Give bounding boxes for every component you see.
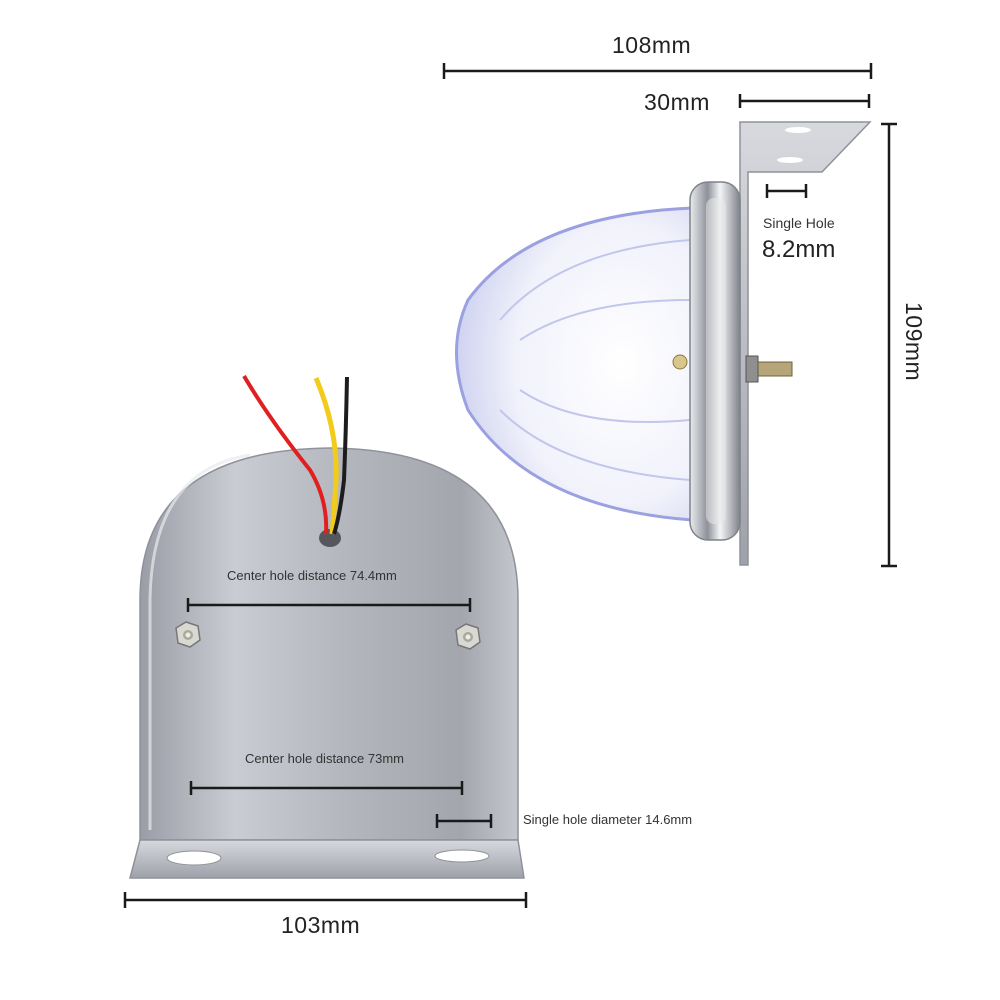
dimension-lines	[123, 63, 897, 908]
hex-nut-icon	[455, 623, 481, 650]
bracket-foot	[129, 839, 525, 879]
label-bracket-width: 103mm	[281, 912, 361, 938]
foot-hole-right	[434, 849, 490, 863]
dim-line-hole-diameter	[435, 814, 493, 828]
dim-line-bracket-depth	[738, 94, 871, 108]
dim-line-height	[881, 122, 897, 568]
side-slot-top	[785, 127, 811, 133]
marker-light-icon	[455, 121, 872, 566]
label-center-hole-top: Center hole distance 74.4mm	[227, 568, 397, 583]
label-single-hole: Single Hole	[763, 215, 835, 231]
bracket-plate	[139, 447, 519, 841]
foot-hole-left	[166, 850, 222, 866]
hex-nut-icon	[175, 621, 201, 648]
label-height: 109mm	[901, 302, 927, 382]
lens	[455, 206, 694, 522]
dim-line-bracket-width	[123, 892, 528, 908]
dim-line-overall-length	[442, 63, 873, 79]
bracket-highlight	[148, 453, 251, 830]
bracket-side-profile	[739, 121, 872, 566]
dim-line-center-bottom	[189, 781, 464, 795]
label-center-hole-bottom: Center hole distance 73mm	[245, 751, 404, 766]
wire-black	[332, 376, 349, 535]
dim-line-single-hole	[765, 184, 808, 198]
label-single-hole-size: 8.2mm	[762, 236, 836, 263]
wire-red	[242, 374, 329, 535]
label-bracket-depth: 30mm	[644, 89, 710, 115]
wire-yellow	[313, 377, 339, 535]
label-overall-length: 108mm	[612, 32, 692, 58]
label-hole-diameter: Single hole diameter 14.6mm	[523, 812, 693, 827]
side-slot-bottom	[777, 157, 803, 163]
dim-line-center-top	[186, 598, 472, 612]
bracket-front-view	[129, 374, 525, 879]
threaded-stud	[753, 361, 793, 377]
